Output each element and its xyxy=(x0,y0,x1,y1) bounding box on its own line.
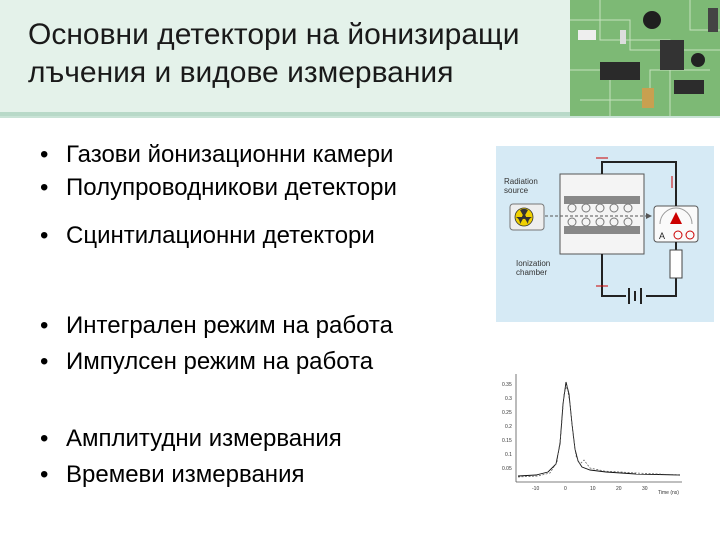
x-tick-label: 20 xyxy=(616,486,622,492)
pulse-curve-solid xyxy=(517,381,681,477)
x-tick-label: 30 xyxy=(642,486,648,492)
title-line-2: лъчения и видове измервания xyxy=(28,56,454,89)
slide-title: Основни детектори на йонизиращи лъчения … xyxy=(28,16,519,92)
list-item: •Интегрален режим на работа xyxy=(40,312,393,339)
radiation-icon xyxy=(509,203,545,231)
title-box: Основни детектори на йонизиращи лъчения … xyxy=(0,0,570,116)
x-tick-label: 0 xyxy=(564,486,567,492)
circuit-board-image xyxy=(570,0,720,116)
list-item: •Полупроводникови детектори xyxy=(40,174,397,201)
measurement-types-list: •Амплитудни измервания •Времеви измерван… xyxy=(40,424,342,490)
bullet-marker: • xyxy=(40,222,49,249)
list-item: •Сцинтилационни детектори xyxy=(40,222,375,249)
radiation-source-label-2: source xyxy=(504,186,529,195)
ammeter-icon: A xyxy=(653,205,699,243)
pulse-curve-dashed xyxy=(517,384,681,478)
y-tick-label: 0.2 xyxy=(505,424,512,430)
detector-types-list: •Газови йонизационни камери •Полупроводн… xyxy=(40,140,397,251)
x-tick-label: 10 xyxy=(590,486,596,492)
list-item: •Импулсен режим на работа xyxy=(40,348,374,375)
bullet-marker: • xyxy=(40,141,49,168)
x-tick-label: -10 xyxy=(532,486,539,492)
title-line-1: Основни детектори на йонизиращи xyxy=(28,18,520,51)
bullet-marker: • xyxy=(40,348,49,375)
x-axis-unit: Time (ns) xyxy=(658,490,679,496)
bullet-marker: • xyxy=(40,174,49,201)
operating-modes-list: •Интегрален режим на работа •Импулсен ре… xyxy=(40,311,393,377)
y-tick-label: 0.25 xyxy=(502,410,512,416)
chamber-label-1: Ionization xyxy=(516,259,550,268)
y-tick-label: 0.15 xyxy=(502,438,512,444)
y-tick-label: 0.05 xyxy=(502,466,512,472)
ionization-chamber-diagram: Radiation source Ionization chamber A xyxy=(496,146,714,322)
bullet-marker: • xyxy=(40,312,49,339)
y-tick-label: 0.1 xyxy=(505,452,512,458)
list-item: •Амплитудни измервания xyxy=(40,425,342,452)
pulse-shape-plot: 0.35 0.3 0.25 0.2 0.15 0.1 0.05 -10 0 10… xyxy=(486,364,686,500)
y-tick-label: 0.3 xyxy=(505,396,512,402)
bullet-marker: • xyxy=(40,425,49,452)
list-item: •Газови йонизационни камери xyxy=(40,141,394,168)
y-tick-label: 0.35 xyxy=(502,382,512,388)
list-item: •Времеви измервания xyxy=(40,461,305,488)
ammeter-label: A xyxy=(659,231,665,241)
bullet-marker: • xyxy=(40,461,49,488)
radiation-source-label-1: Radiation xyxy=(504,177,538,186)
chamber-label-2: chamber xyxy=(516,268,547,277)
